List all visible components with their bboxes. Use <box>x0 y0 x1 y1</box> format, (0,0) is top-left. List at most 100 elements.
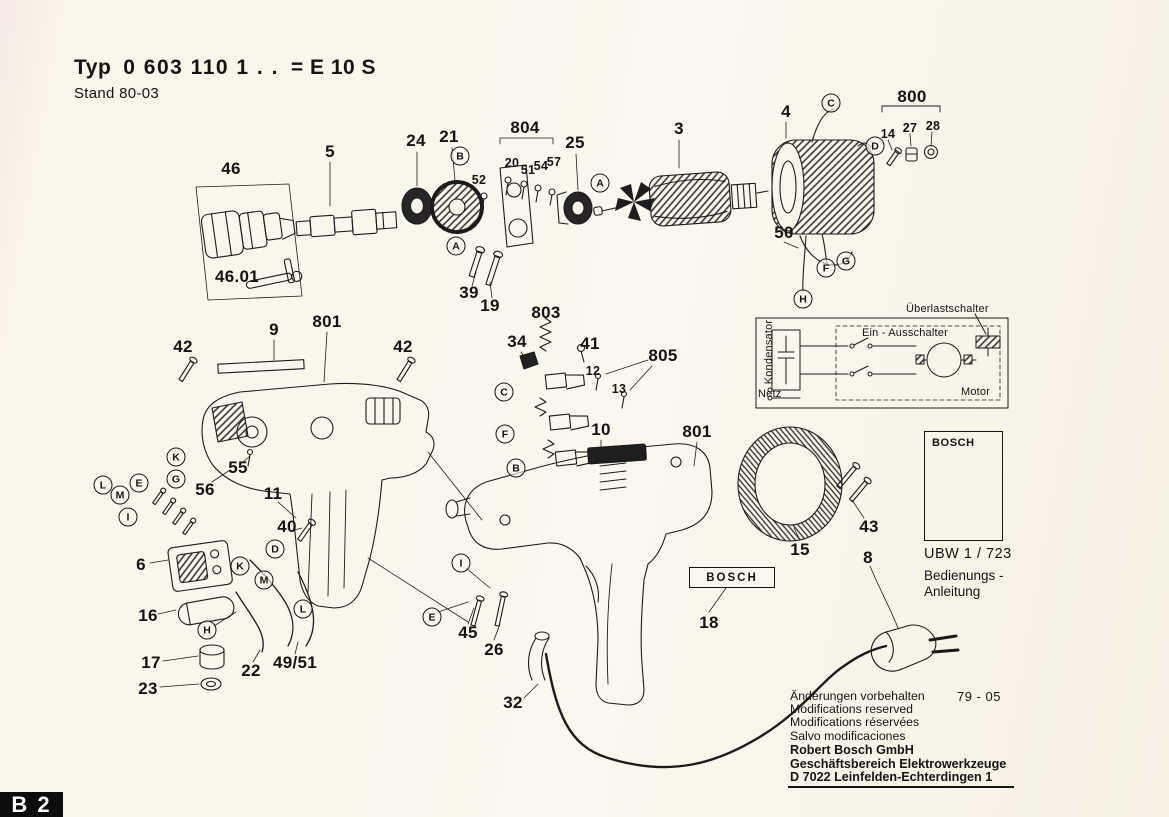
leader-lines <box>149 121 933 699</box>
part-number-16: 16 <box>138 606 158 625</box>
chuck-group <box>195 183 303 301</box>
part-number-14: 14 <box>880 127 896 141</box>
part-number-9: 9 <box>269 320 279 339</box>
assembly-letter-F: F <box>816 258 836 278</box>
bearing-25 <box>556 191 593 225</box>
cord-grommet-32 <box>527 631 550 681</box>
part-number-46: 46 <box>221 159 241 178</box>
part-number-21: 21 <box>439 127 459 146</box>
note-fr: Modifications réservées <box>790 715 920 730</box>
assembly-letter-B: B <box>506 458 526 478</box>
part-number-804: 804 <box>510 118 540 137</box>
assembly-letter-K: K <box>166 447 186 467</box>
part-number-45: 45 <box>458 623 478 642</box>
assembly-letter-H: H <box>793 289 813 309</box>
screw-cluster <box>152 487 317 542</box>
cover-bar-9 <box>217 359 305 374</box>
wiring-schematic <box>755 313 1009 409</box>
company-address: D 7022 Leinfelden-Echterdingen 1 <box>790 770 993 785</box>
assembly-letter-K: K <box>230 556 250 576</box>
manual-caption-line2: Anleitung <box>924 584 981 599</box>
bearing-plate-804 <box>468 164 556 287</box>
assembly-letter-F: F <box>495 424 515 444</box>
part-17 <box>199 644 225 670</box>
footer-company: Robert Bosch GmbH Geschäftsbereich Elekt… <box>790 743 1007 785</box>
screw-42-right <box>396 356 416 383</box>
part-number-51: 51 <box>520 163 536 177</box>
note-en: Modifications reserved <box>790 702 914 717</box>
label-motor: Motor <box>961 386 991 398</box>
part-number-17: 17 <box>141 653 161 672</box>
assembly-letter-A: A <box>590 173 610 193</box>
part-number-42: 42 <box>393 337 413 356</box>
part-number-42: 42 <box>173 337 193 356</box>
part-number-54: 54 <box>533 159 549 173</box>
company-division: Geschäftsbereich Elektrowerkzeuge <box>790 756 1007 771</box>
footer-rule <box>788 786 1014 788</box>
assembly-letter-G: G <box>836 251 856 271</box>
assembly-letter-I: I <box>451 553 471 573</box>
part-number-11: 11 <box>263 484 283 503</box>
part-number-56: 56 <box>195 480 215 499</box>
assembly-letter-M: M <box>254 570 274 590</box>
part-number-5: 5 <box>325 142 335 161</box>
footer-date-code: 79 - 05 <box>957 689 1001 704</box>
part-number-49-51: 49/51 <box>272 653 318 672</box>
field-ring-15 <box>737 426 843 542</box>
part-number-46.01: 46.01 <box>214 267 260 286</box>
label-overload-switch: Überlastschalter <box>906 303 989 315</box>
title-block: Typ 0 603 110 1 . . = E 10 S Stand 80-03 <box>74 56 376 102</box>
part-number-25: 25 <box>565 133 585 152</box>
note-es: Salvo modificaciones <box>790 728 906 743</box>
stator-group <box>771 108 875 292</box>
assembly-letter-A: A <box>446 236 466 256</box>
model-code: = E 10 S <box>290 56 377 79</box>
part-number-24: 24 <box>406 131 426 150</box>
label-on-off-switch: Ein - Ausschalter <box>862 327 948 339</box>
part-number-18: 18 <box>699 613 719 632</box>
screw-45 <box>470 595 485 627</box>
part-number-801: 801 <box>682 422 712 441</box>
part-number-27: 27 <box>902 121 918 135</box>
assembly-letter-H: H <box>197 620 217 640</box>
assembly-letter-D: D <box>865 136 885 156</box>
assembly-letter-B: B <box>450 146 470 166</box>
label-mains: Netz <box>758 388 782 400</box>
screw-set-800 <box>881 105 941 167</box>
label-capacitor: Kondensator <box>763 319 775 385</box>
part-number-12: 12 <box>585 364 601 378</box>
part-number-8: 8 <box>863 548 873 567</box>
assembly-letter-M: M <box>110 485 130 505</box>
spindle-group <box>295 208 398 238</box>
assembly-letter-D: D <box>265 539 285 559</box>
bearing-24 <box>401 187 433 225</box>
part-number-52: 52 <box>471 173 487 187</box>
revision-date: Stand 80-03 <box>74 85 160 102</box>
part-number-19: 19 <box>480 296 500 315</box>
assembly-letter-L: L <box>93 475 113 495</box>
assembly-letter-C: C <box>494 382 514 402</box>
part-number-28: 28 <box>925 119 941 133</box>
armature-group <box>593 171 769 227</box>
part-number-803: 803 <box>531 303 561 322</box>
company-name: Robert Bosch GmbH <box>790 743 914 757</box>
document-title: Typ 0 603 110 1 . . = E 10 S <box>74 56 376 80</box>
chuck-key <box>245 258 303 289</box>
part-number-23: 23 <box>138 679 158 698</box>
assembly-letter-L: L <box>293 599 313 619</box>
type-label: Typ <box>74 56 112 79</box>
motor-housing <box>445 443 713 706</box>
brush-parts <box>519 317 628 467</box>
page-corner-label: B 2 <box>0 792 63 817</box>
switch-6 <box>167 540 233 592</box>
part-number-40: 40 <box>277 517 297 536</box>
part-number-32: 32 <box>503 693 523 712</box>
assembly-letter-G: G <box>166 469 186 489</box>
part-number-4: 4 <box>781 102 791 121</box>
part-number-3: 3 <box>674 119 684 138</box>
part-number-41: 41 <box>580 334 600 353</box>
part-number-6: 6 <box>136 555 146 574</box>
part-number-34: 34 <box>507 332 527 351</box>
